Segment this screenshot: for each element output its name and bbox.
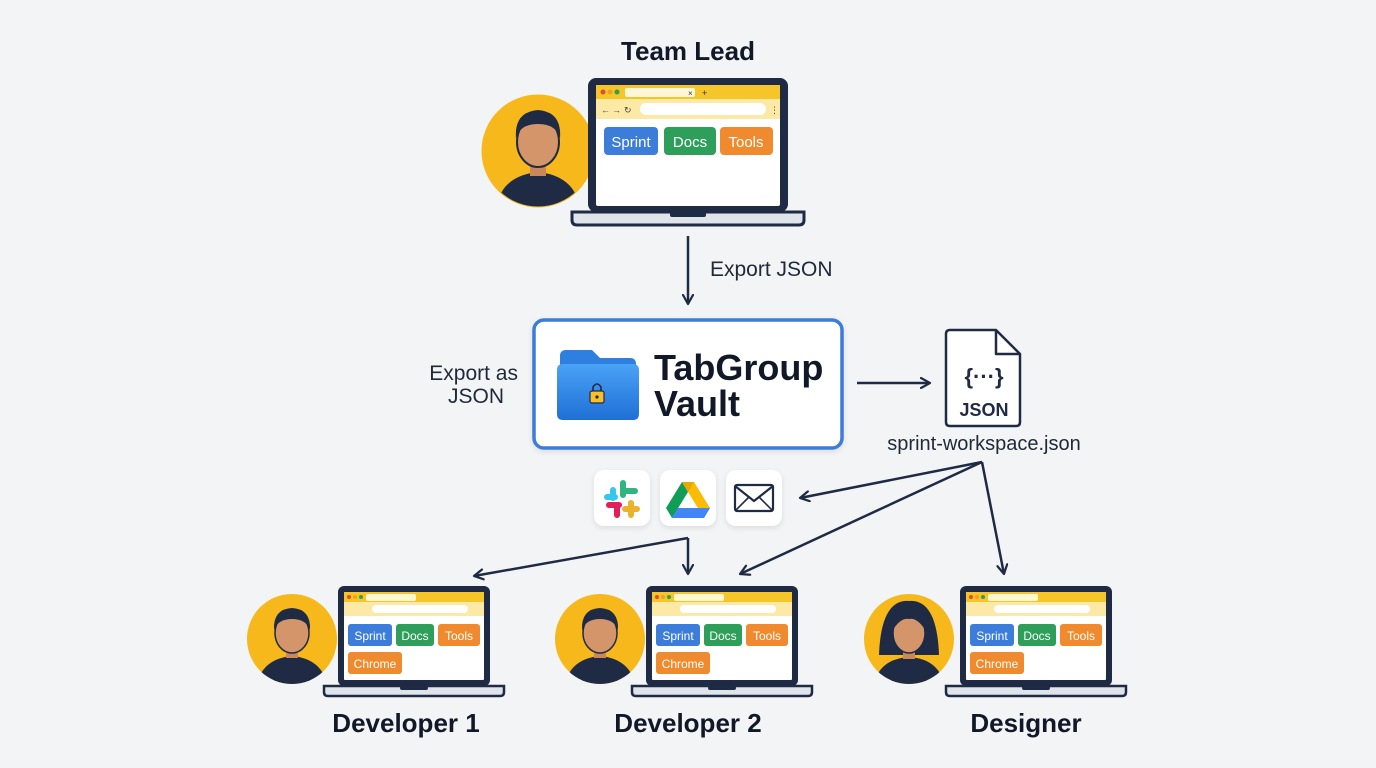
designer-tab-group-docs: [1018, 624, 1056, 646]
developer-1-tab-group-docs-label: Docs: [401, 629, 428, 643]
designer-tab-group-chrome: [970, 652, 1024, 674]
developer-1-tab-group-sprint-label: Sprint: [354, 629, 386, 643]
developer-2-tab-group-docs-label: Docs: [709, 629, 736, 643]
developer-1-tab-group-chrome: [348, 652, 402, 674]
designer-avatar: [864, 594, 954, 684]
json-file-icon[interactable]: {···} JSON: [944, 328, 1022, 428]
designer-tab-group-tools-label: Tools: [1067, 629, 1095, 643]
developer-1-tab-group-tools: [438, 624, 480, 646]
developer-2-avatar: [555, 594, 645, 684]
reload-icon: ↻: [624, 105, 632, 115]
menu-dots-icon: ⋮: [770, 105, 779, 115]
tab-group-tools-label: Tools: [728, 134, 763, 151]
nav-back-icon: ←: [601, 105, 610, 115]
designer-tab-group-tools: [1060, 624, 1102, 646]
designer-title: Designer: [970, 708, 1081, 738]
developer-2-tab-group-docs: [704, 624, 742, 646]
json-filename: sprint-workspace.json: [887, 433, 1080, 455]
developer-1-title: Developer 1: [332, 708, 479, 738]
nav-forward-icon: →: [612, 105, 621, 115]
team-lead-title: Team Lead: [621, 36, 755, 66]
team-lead-node: Team Lead × + ← →: [481, 36, 806, 227]
export-as-label-line1: Export as: [429, 362, 518, 385]
team-lead-laptop: × + ← → ↻ ⋮ Sprint Docs Tools: [570, 78, 806, 227]
tab-group-docs: [664, 127, 716, 155]
tab-group-tools: [720, 127, 773, 155]
developer-1-tab-group-docs: [396, 624, 434, 646]
developer-2-title: Developer 2: [614, 708, 761, 738]
developer-2-tab-group-chrome: [656, 652, 710, 674]
developer-1-avatar: [247, 594, 337, 684]
developer-2-tab-group-chrome-label: Chrome: [662, 657, 705, 671]
email-icon[interactable]: [726, 470, 782, 526]
slack-icon[interactable]: [594, 470, 650, 526]
export-json-label: Export JSON: [710, 258, 833, 281]
developer-1-tab-group-chrome-label: Chrome: [354, 657, 397, 671]
designer-tab-group-chrome-label: Chrome: [976, 657, 1019, 671]
json-badge: JSON: [959, 400, 1008, 420]
designer-tab-group-sprint-label: Sprint: [976, 629, 1008, 643]
arrow-json-to-developer-2: [740, 460, 983, 574]
developer-2-tab-group-sprint-label: Sprint: [662, 629, 694, 643]
developer-2-tab-group-tools-label: Tools: [753, 629, 781, 643]
vault-name-line2: Vault: [654, 383, 740, 424]
arrow-share-to-developer-1: [474, 536, 689, 576]
tab-group-docs-label: Docs: [673, 134, 707, 151]
tab-group-sprint-label: Sprint: [611, 134, 651, 151]
json-braces: {···}: [964, 364, 1004, 389]
google-drive-icon[interactable]: [660, 470, 716, 526]
developer-1-tab-group-sprint: [348, 624, 392, 646]
tabgroup-vault-card[interactable]: TabGroup Vault: [532, 318, 844, 450]
distribution-arrows: [474, 460, 1004, 576]
developer-2-tab-group-sprint: [656, 624, 700, 646]
tab-close-icon: ×: [688, 89, 693, 98]
vault-name-line1: TabGroup: [654, 347, 823, 388]
designer-tab-group-docs-label: Docs: [1023, 629, 1050, 643]
export-as-label-line2: JSON: [448, 385, 504, 408]
folder-lock-icon: [557, 350, 639, 420]
arrow-json-to-share: [800, 460, 983, 498]
team-lead-avatar: [481, 94, 595, 208]
tab-group-sprint: [604, 127, 658, 155]
designer-tab-group-sprint: [970, 624, 1014, 646]
developer-2-tab-group-tools: [746, 624, 788, 646]
new-tab-icon: +: [702, 88, 707, 98]
developer-1-tab-group-tools-label: Tools: [445, 629, 473, 643]
arrow-json-to-designer: [980, 461, 1004, 574]
